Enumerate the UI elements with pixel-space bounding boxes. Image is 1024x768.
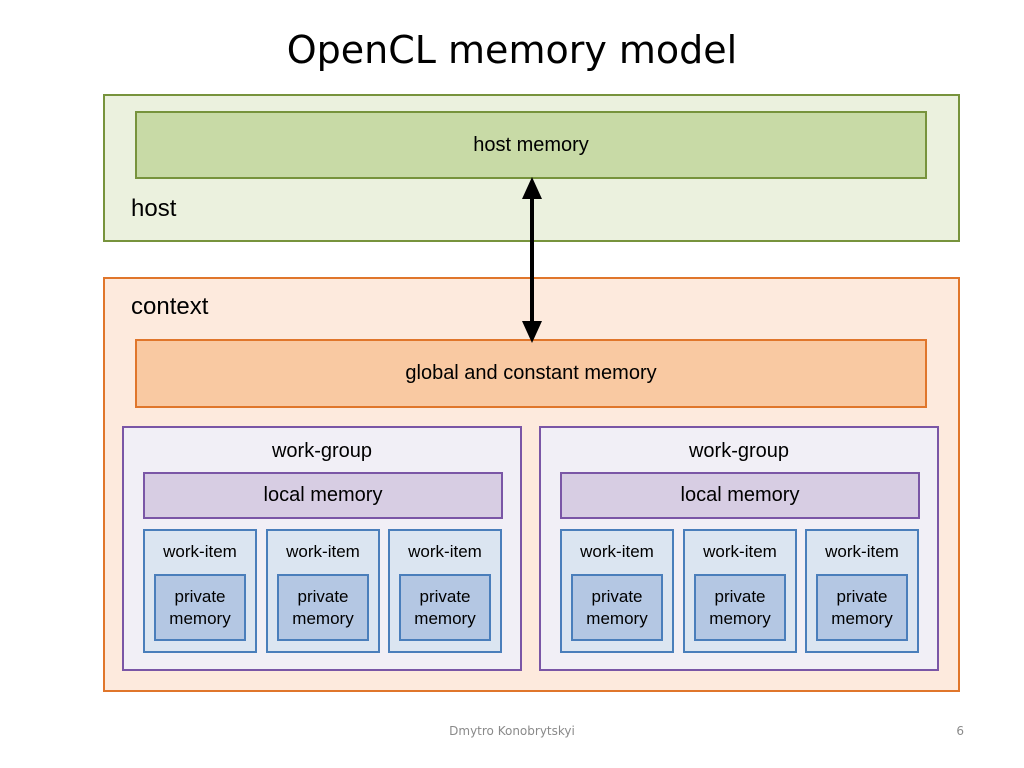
host-memory-label: host memory (473, 133, 589, 156)
double-arrow-icon (522, 177, 542, 343)
work-item-1: work-item private memory (560, 529, 674, 653)
page-number: 6 (956, 724, 964, 738)
private-memory-label: private memory (292, 586, 354, 628)
footer-author: Dmytro Konobrytskyi (449, 724, 575, 738)
private-memory-box: private memory (571, 574, 663, 641)
private-memory-box: private memory (154, 574, 246, 641)
work-group-2: work-group local memory work-item privat… (539, 426, 939, 671)
private-memory-label: private memory (169, 586, 231, 628)
slide-title: OpenCL memory model (286, 28, 738, 72)
work-item-3: work-item private memory (805, 529, 919, 653)
local-memory-box: local memory (143, 472, 503, 519)
work-group-label: work-group (271, 440, 373, 462)
work-item-label: work-item (408, 542, 482, 561)
context-label: context (131, 293, 209, 320)
work-item-label: work-item (825, 542, 899, 561)
work-item-3: work-item private memory (388, 529, 502, 653)
work-group-label: work-group (688, 440, 790, 462)
work-item-label: work-item (163, 542, 237, 561)
local-memory-label: local memory (680, 484, 800, 506)
private-memory-label: private memory (831, 586, 893, 628)
work-item-2: work-item private memory (683, 529, 797, 653)
private-memory-label: private memory (709, 586, 771, 628)
work-group-1: work-group local memory work-item privat… (122, 426, 522, 671)
local-memory-box: local memory (560, 472, 920, 519)
private-memory-box: private memory (816, 574, 908, 641)
host-memory-box: host memory (135, 111, 927, 179)
global-constant-memory-label: global and constant memory (405, 362, 657, 384)
work-item-2: work-item private memory (266, 529, 380, 653)
host-label: host (131, 195, 177, 222)
work-item-label: work-item (580, 542, 654, 561)
private-memory-label: private memory (586, 586, 648, 628)
private-memory-label: private memory (414, 586, 476, 628)
private-memory-box: private memory (399, 574, 491, 641)
global-constant-memory-box: global and constant memory (135, 339, 927, 408)
private-memory-box: private memory (277, 574, 369, 641)
local-memory-label: local memory (263, 484, 383, 506)
work-item-label: work-item (286, 542, 360, 561)
private-memory-box: private memory (694, 574, 786, 641)
work-item-label: work-item (703, 542, 777, 561)
work-item-1: work-item private memory (143, 529, 257, 653)
